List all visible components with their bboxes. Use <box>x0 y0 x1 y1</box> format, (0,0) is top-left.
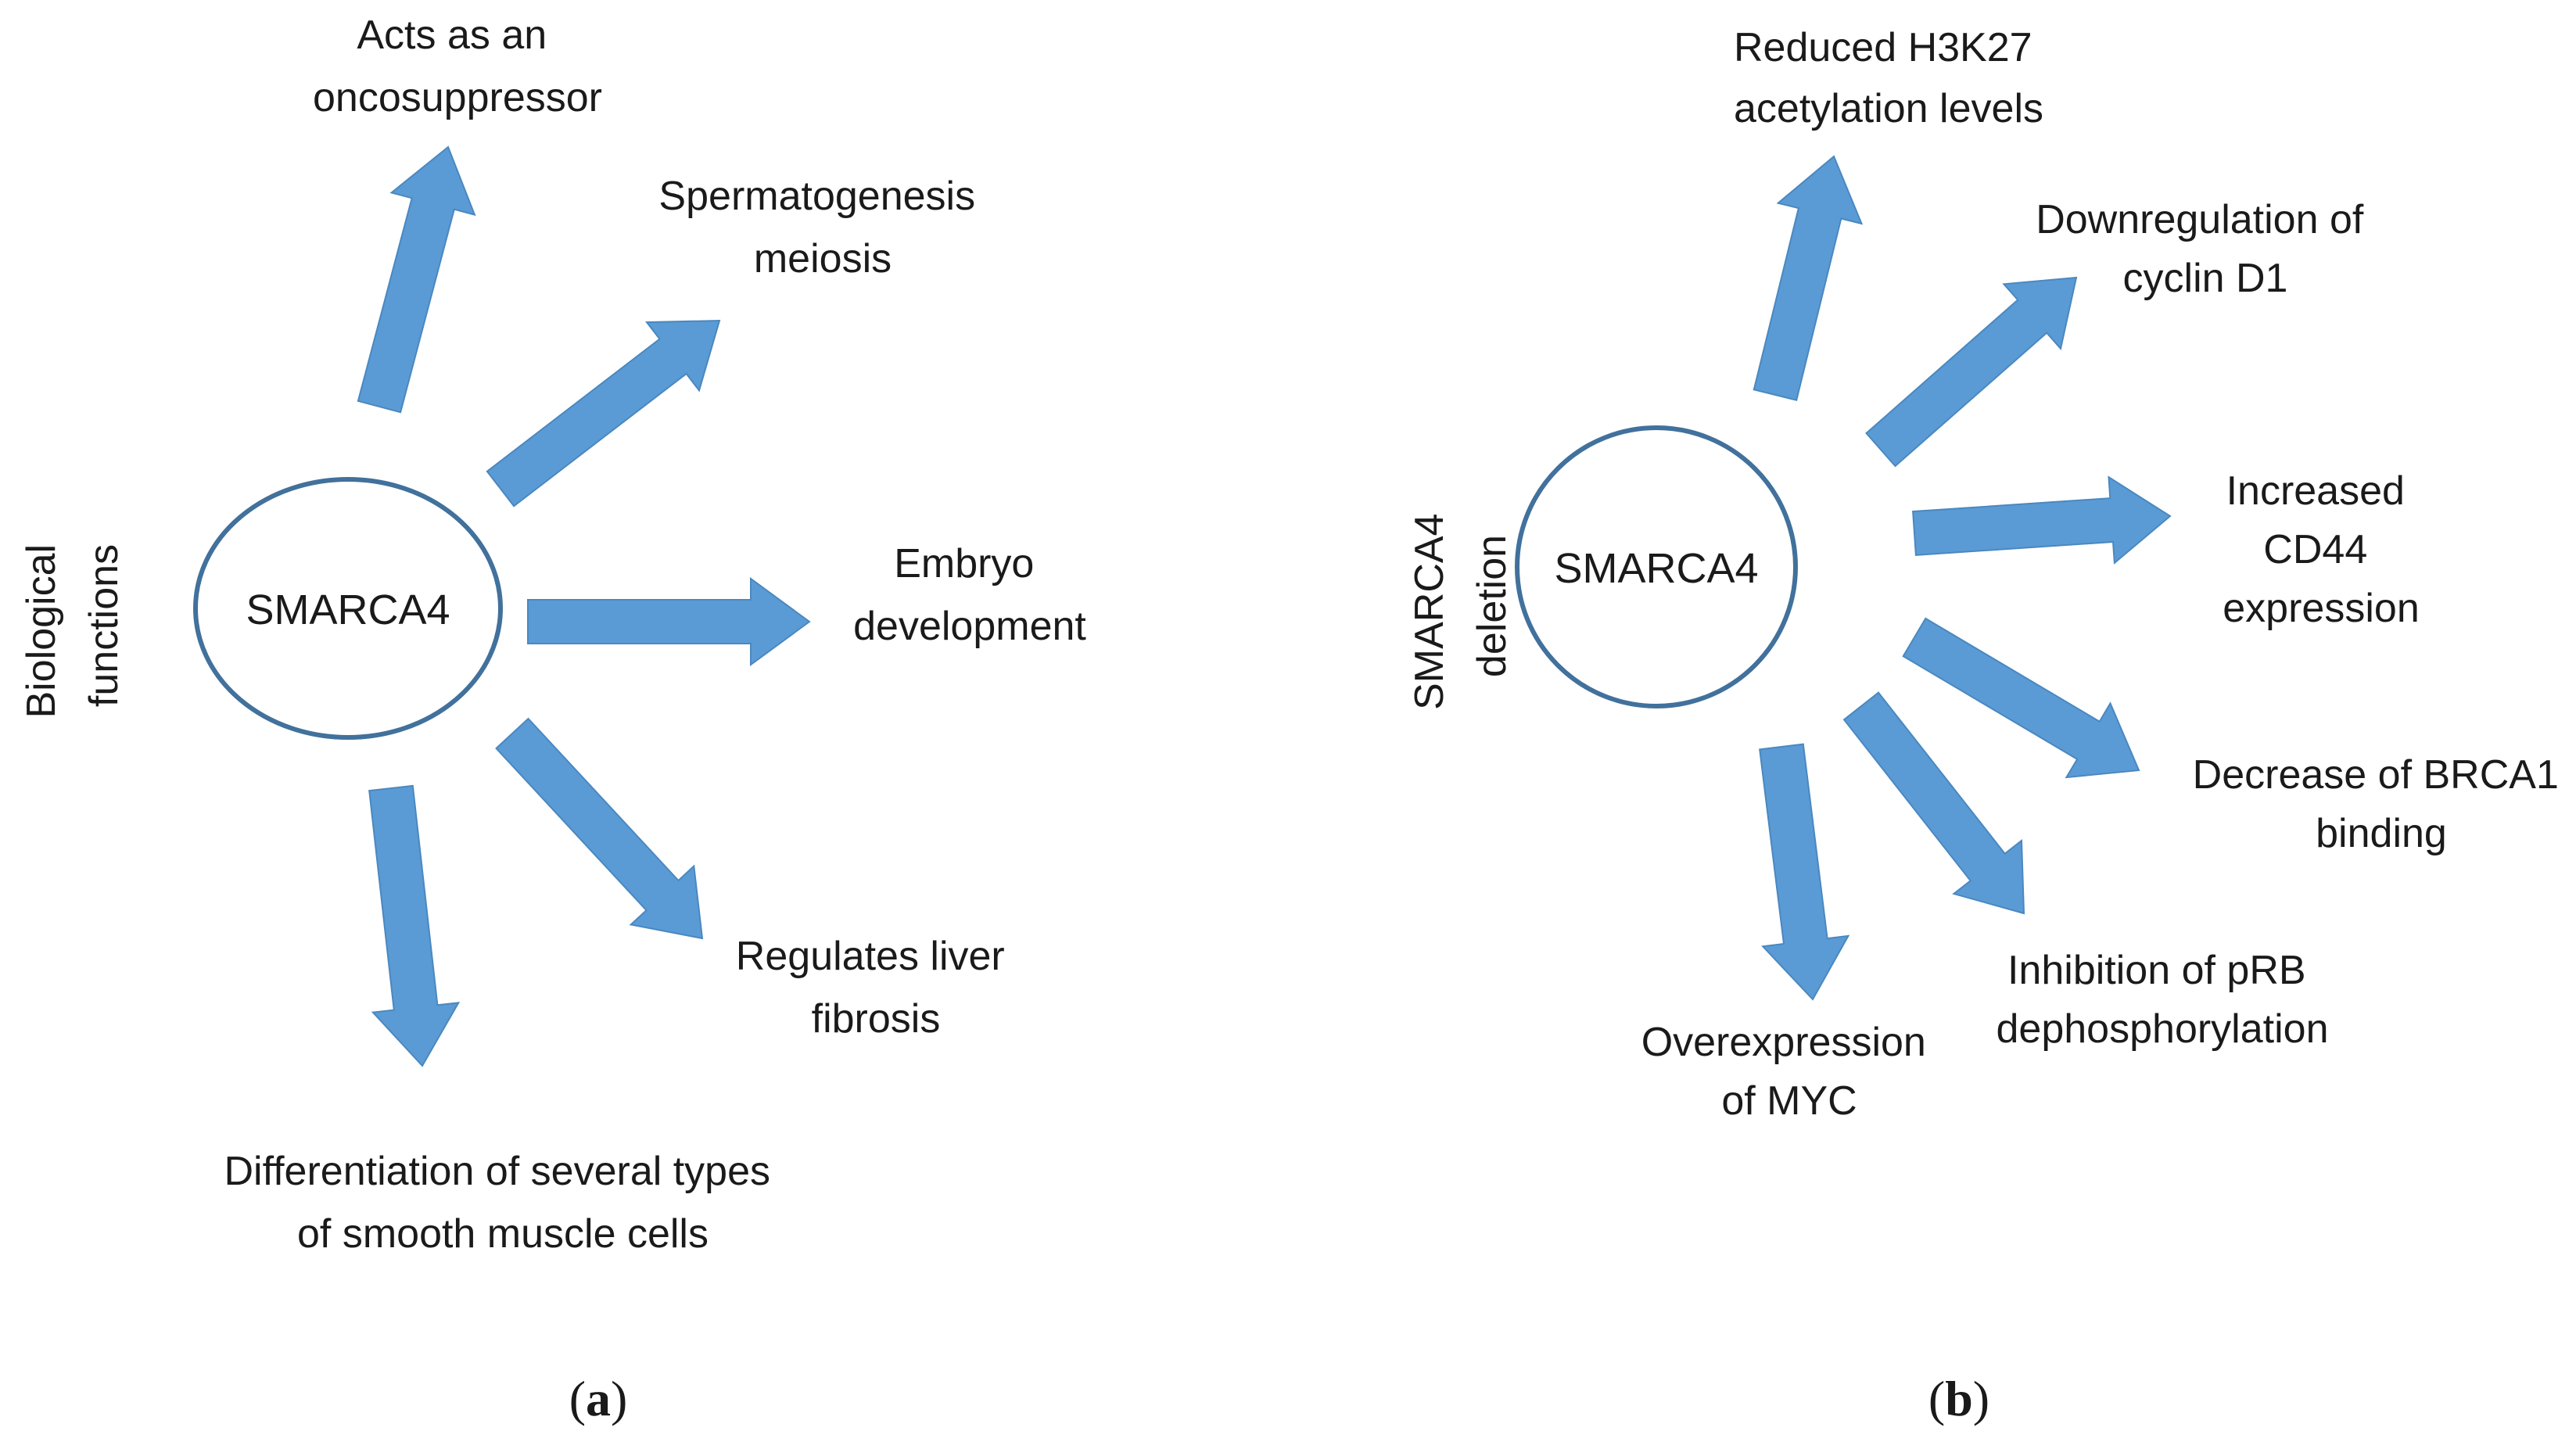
panel-b-outcome-cyclin-line-2: cyclin D1 <box>2123 256 2288 301</box>
panel-a-caption-letter: a <box>586 1371 611 1426</box>
panel-a-center-label: SMARCA4 <box>246 586 450 633</box>
panel-b-outcome-prb-line-1: Inhibition of pRB <box>2007 948 2306 993</box>
panel-b-center-label: SMARCA4 <box>1554 545 1758 592</box>
panel-a-outcome-oncosuppressor-line-1: Acts as an <box>357 13 547 58</box>
panel-a-outcome-oncosuppressor-line-2: oncosuppressor <box>313 75 602 120</box>
panel-b-outcome-cd44: Increased CD44 expression <box>2223 468 2419 631</box>
panel-a-outcome-liver-line-1: Regulates liver <box>736 934 1005 979</box>
panel-b-side-label: SMARCA4 deletion <box>1407 502 1515 710</box>
panel-b-outcome-prb: Inhibition of pRB dephosphorylation <box>1997 948 2329 1052</box>
panel-b-outcome-myc: Overexpression of MYC <box>1641 1020 1938 1124</box>
panel-a-outcome-spermatogenesis-line-2: meiosis <box>754 236 892 282</box>
panel-a-outcome-embryo-line-2: development <box>853 604 1086 649</box>
panel-b: SMARCA4 deletion SMARCA4 Reduced H3K27 a… <box>1407 25 2571 1426</box>
panel-a-outcome-spermatogenesis-line-1: Spermatogenesis <box>658 174 975 219</box>
panel-b-outcome-h3k27-line-2: acetylation levels <box>1734 86 2043 131</box>
panel-b-outcome-brca1-line-2: binding <box>2316 811 2447 856</box>
panel-b-arrow-myc <box>1759 743 1850 1001</box>
panel-a-outcome-smooth-muscle-line-1: Differentiation of several types <box>224 1149 771 1194</box>
panel-b-arrow-prb <box>1842 691 2025 915</box>
panel-a-outcome-liver: Regulates liver fibrosis <box>736 934 1016 1042</box>
panel-b-arrow-h3k27 <box>1753 155 1864 401</box>
panel-a-outcome-smooth-muscle: Differentiation of several types of smoo… <box>224 1149 782 1257</box>
panel-a-side-label-line-2: functions <box>81 544 127 707</box>
panel-a: Biological functions SMARCA4 Acts as an … <box>19 13 1086 1426</box>
panel-a-side-label: Biological functions <box>19 533 127 718</box>
panel-b-arrow-cd44 <box>1912 475 2172 565</box>
panel-b-outcome-h3k27-line-1: Reduced H3K27 <box>1734 25 2032 70</box>
panel-b-arrow-brca1 <box>1902 617 2140 779</box>
panel-a-outcome-smooth-muscle-line-2: of smooth muscle cells <box>297 1211 709 1257</box>
panel-a-outcome-embryo: Embryo development <box>853 541 1086 649</box>
panel-b-outcome-prb-line-2: dephosphorylation <box>1997 1006 2329 1052</box>
panel-a-outcome-liver-line-2: fibrosis <box>812 996 941 1042</box>
panel-a-center-node <box>193 477 503 740</box>
panel-a-outcome-spermatogenesis: Spermatogenesis meiosis <box>658 174 986 282</box>
panel-a-outcome-oncosuppressor: Acts as an oncosuppressor <box>313 13 602 120</box>
panel-b-outcome-myc-line-2: of MYC <box>1721 1078 1857 1124</box>
panel-a-caption: (a) <box>569 1371 628 1426</box>
panel-b-arrow-cyclin <box>1865 276 2078 468</box>
panel-b-caption-letter: b <box>1945 1371 1973 1426</box>
panel-b-side-label-line-2: deletion <box>1469 535 1515 677</box>
panel-b-outcome-h3k27: Reduced H3K27 acetylation levels <box>1734 25 2043 131</box>
panel-a-arrow-embryo <box>527 577 811 666</box>
panel-b-center-node <box>1515 425 1798 708</box>
panel-a-arrow-liver <box>495 717 704 940</box>
panel-a-arrow-smooth-muscle <box>368 784 461 1067</box>
panel-b-outcome-myc-line-1: Overexpression <box>1641 1020 1926 1065</box>
panel-b-outcome-cd44-line-1: Increased <box>2226 468 2405 514</box>
panel-b-outcome-cyclin-line-1: Downregulation of <box>2036 197 2364 242</box>
panel-b-caption: (b) <box>1928 1371 1989 1426</box>
panel-a-side-label-line-1: Biological <box>19 544 64 719</box>
panel-b-outcome-cd44-line-2: CD44 <box>2263 527 2367 572</box>
panel-b-side-label-line-1: SMARCA4 <box>1407 514 1452 710</box>
panel-a-arrow-spermatogenesis <box>486 319 721 508</box>
panel-a-outcome-embryo-line-1: Embryo <box>894 541 1034 586</box>
panel-b-outcome-brca1: Decrease of BRCA1 binding <box>2193 752 2571 856</box>
panel-b-outcome-brca1-line-1: Decrease of BRCA1 <box>2193 752 2559 798</box>
panel-b-outcome-cd44-line-3: expression <box>2223 586 2419 631</box>
panel-b-outcome-cyclin: Downregulation of cyclin D1 <box>2036 197 2375 301</box>
panel-a-arrow-oncosuppressor <box>357 145 476 414</box>
